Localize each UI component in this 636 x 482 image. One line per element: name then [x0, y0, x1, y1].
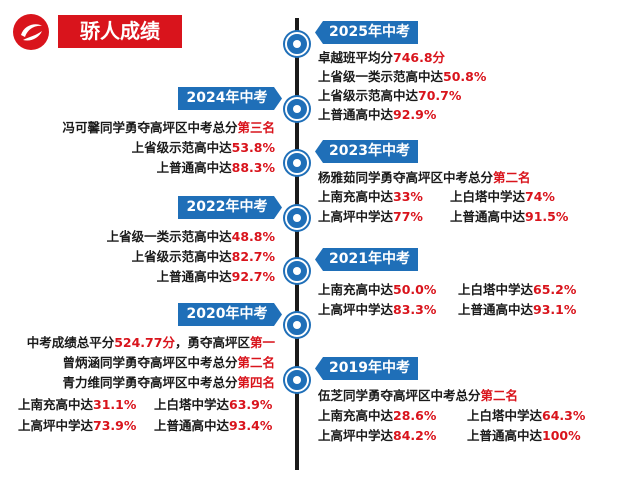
timeline-node-2019	[285, 368, 309, 392]
year-label-2022: 2022年中考	[178, 196, 282, 219]
y2023-line-1: 杨雅茹同学勇夺高坪区中考总分第二名	[318, 170, 531, 185]
y2019-line-3b: 上普通高中达100%	[467, 428, 581, 443]
y2019-line-3: 上高坪中学达84.2%	[318, 428, 437, 443]
timeline-node-2022	[285, 206, 309, 230]
y2021-line-2: 上高坪中学达83.3%	[318, 302, 437, 317]
y2022-line-1: 上省级一类示范高中达48.8%	[106, 229, 275, 244]
year-label-2021: 2021年中考	[315, 248, 418, 271]
timeline-node-2023	[285, 151, 309, 175]
y2020-line-5: 上高坪中学达73.9%	[18, 418, 137, 433]
y2019-line-1: 伍芝同学勇夺高坪区中考总分第二名	[318, 388, 519, 403]
y2020-line-1: 中考成绩总平分524.77分，勇夺高坪区第一	[26, 335, 275, 350]
y2024-line-1: 冯可馨同学勇夺高坪区中考总分第三名	[62, 120, 275, 135]
y2021-line-1b: 上白塔中学达65.2%	[458, 282, 577, 297]
page-title: 骄人成绩	[58, 15, 182, 48]
y2023-line-3b: 上普通高中达91.5%	[450, 209, 569, 224]
timeline-node-2025	[285, 32, 309, 56]
timeline-node-2021	[285, 259, 309, 283]
y2020-line-5b: 上普通高中达93.4%	[154, 418, 273, 433]
y2021-line-2b: 上普通高中达93.1%	[458, 302, 577, 317]
y2025-line-1: 卓越班平均分746.8分	[318, 50, 446, 65]
y2022-line-3: 上普通高中达92.7%	[156, 269, 275, 284]
y2022-line-2: 上省级示范高中达82.7%	[131, 249, 275, 264]
year-label-2025: 2025年中考	[315, 21, 418, 44]
timeline-node-2024	[285, 97, 309, 121]
year-label-2020: 2020年中考	[178, 303, 282, 326]
timeline-node-2020	[285, 313, 309, 337]
y2024-line-3: 上普通高中达88.3%	[156, 160, 275, 175]
y2023-line-2: 上南充高中达33%	[318, 189, 423, 204]
timeline-axis	[295, 18, 299, 470]
y2020-line-3: 青力维同学勇夺高坪区中考总分第四名	[62, 375, 275, 390]
y2020-line-4: 上南充高中达31.1%	[18, 397, 137, 412]
y2020-line-2: 曾炳涵同学勇夺高坪区中考总分第二名	[62, 355, 275, 370]
y2025-line-2: 上省级一类示范高中达50.8%	[318, 69, 487, 84]
y2025-line-3: 上省级示范高中达70.7%	[318, 88, 462, 103]
y2019-line-2b: 上白塔中学达64.3%	[467, 408, 586, 423]
y2024-line-2: 上省级示范高中达53.8%	[131, 140, 275, 155]
y2019-line-2: 上南充高中达28.6%	[318, 408, 437, 423]
year-label-2024: 2024年中考	[178, 87, 282, 110]
year-label-2019: 2019年中考	[315, 357, 418, 380]
y2021-line-1: 上南充高中达50.0%	[318, 282, 437, 297]
page-header: 骄人成绩	[12, 13, 182, 51]
y2020-line-4b: 上白塔中学达63.9%	[154, 397, 273, 412]
y2025-line-4: 上普通高中达92.9%	[318, 107, 437, 122]
y2023-line-3: 上高坪中学达77%	[318, 209, 423, 224]
year-label-2023: 2023年中考	[315, 140, 418, 163]
school-logo-icon	[13, 14, 49, 50]
y2023-line-2b: 上白塔中学达74%	[450, 189, 555, 204]
